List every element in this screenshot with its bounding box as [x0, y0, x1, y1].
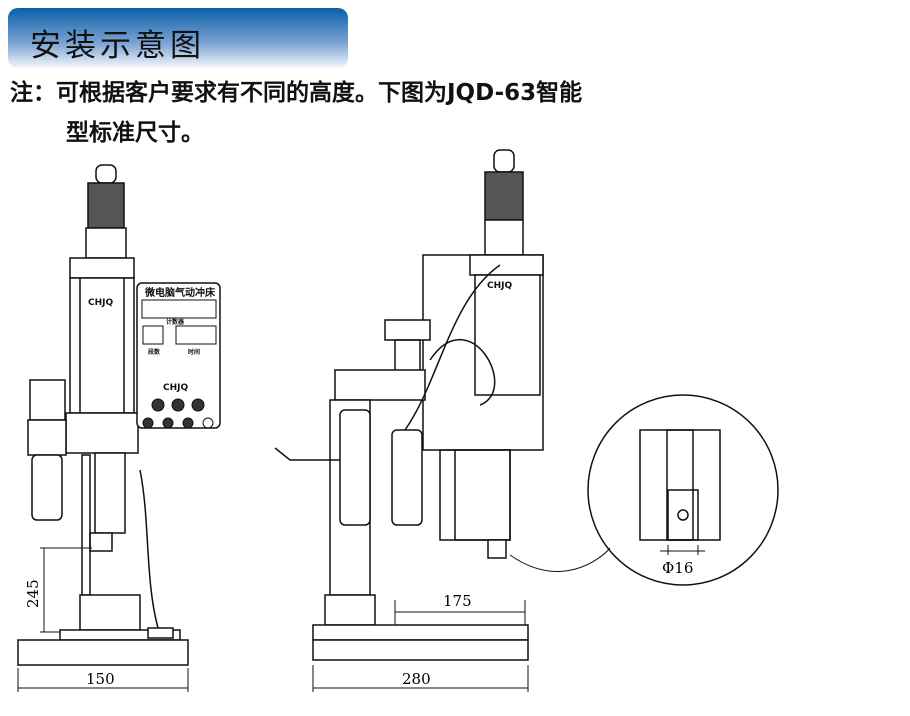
dimension-lines-right	[312, 600, 529, 692]
panel-title: 微电脑气动冲床	[144, 286, 216, 299]
dim-diameter-16: Φ16	[662, 559, 693, 577]
panel-counter-label: 计数器	[166, 318, 185, 326]
dim-width-150: 150	[86, 670, 115, 688]
detail-callout	[509, 394, 779, 586]
dimension-lines-left	[17, 547, 189, 692]
note-line-2: 型标准尺寸。	[66, 120, 204, 146]
note-line-1: 注：可根据客户要求有不同的高度。下图为JQD-63智能	[10, 80, 583, 106]
section-title: 安装示意图	[30, 28, 205, 64]
panel-segments-label: 段数	[148, 348, 161, 356]
cylinder-brand-right: CHJQ	[487, 281, 512, 291]
dim-offset-175: 175	[443, 592, 472, 610]
front-view-machine	[17, 164, 221, 666]
dim-height-245: 245	[24, 579, 42, 608]
panel-time-label: 时间	[188, 348, 200, 356]
panel-brand: CHJQ	[163, 383, 188, 393]
dim-width-280: 280	[402, 670, 431, 688]
cylinder-brand-left: CHJQ	[88, 298, 113, 308]
side-view-machine	[274, 149, 544, 661]
section-banner: 安装示意图	[8, 8, 348, 68]
